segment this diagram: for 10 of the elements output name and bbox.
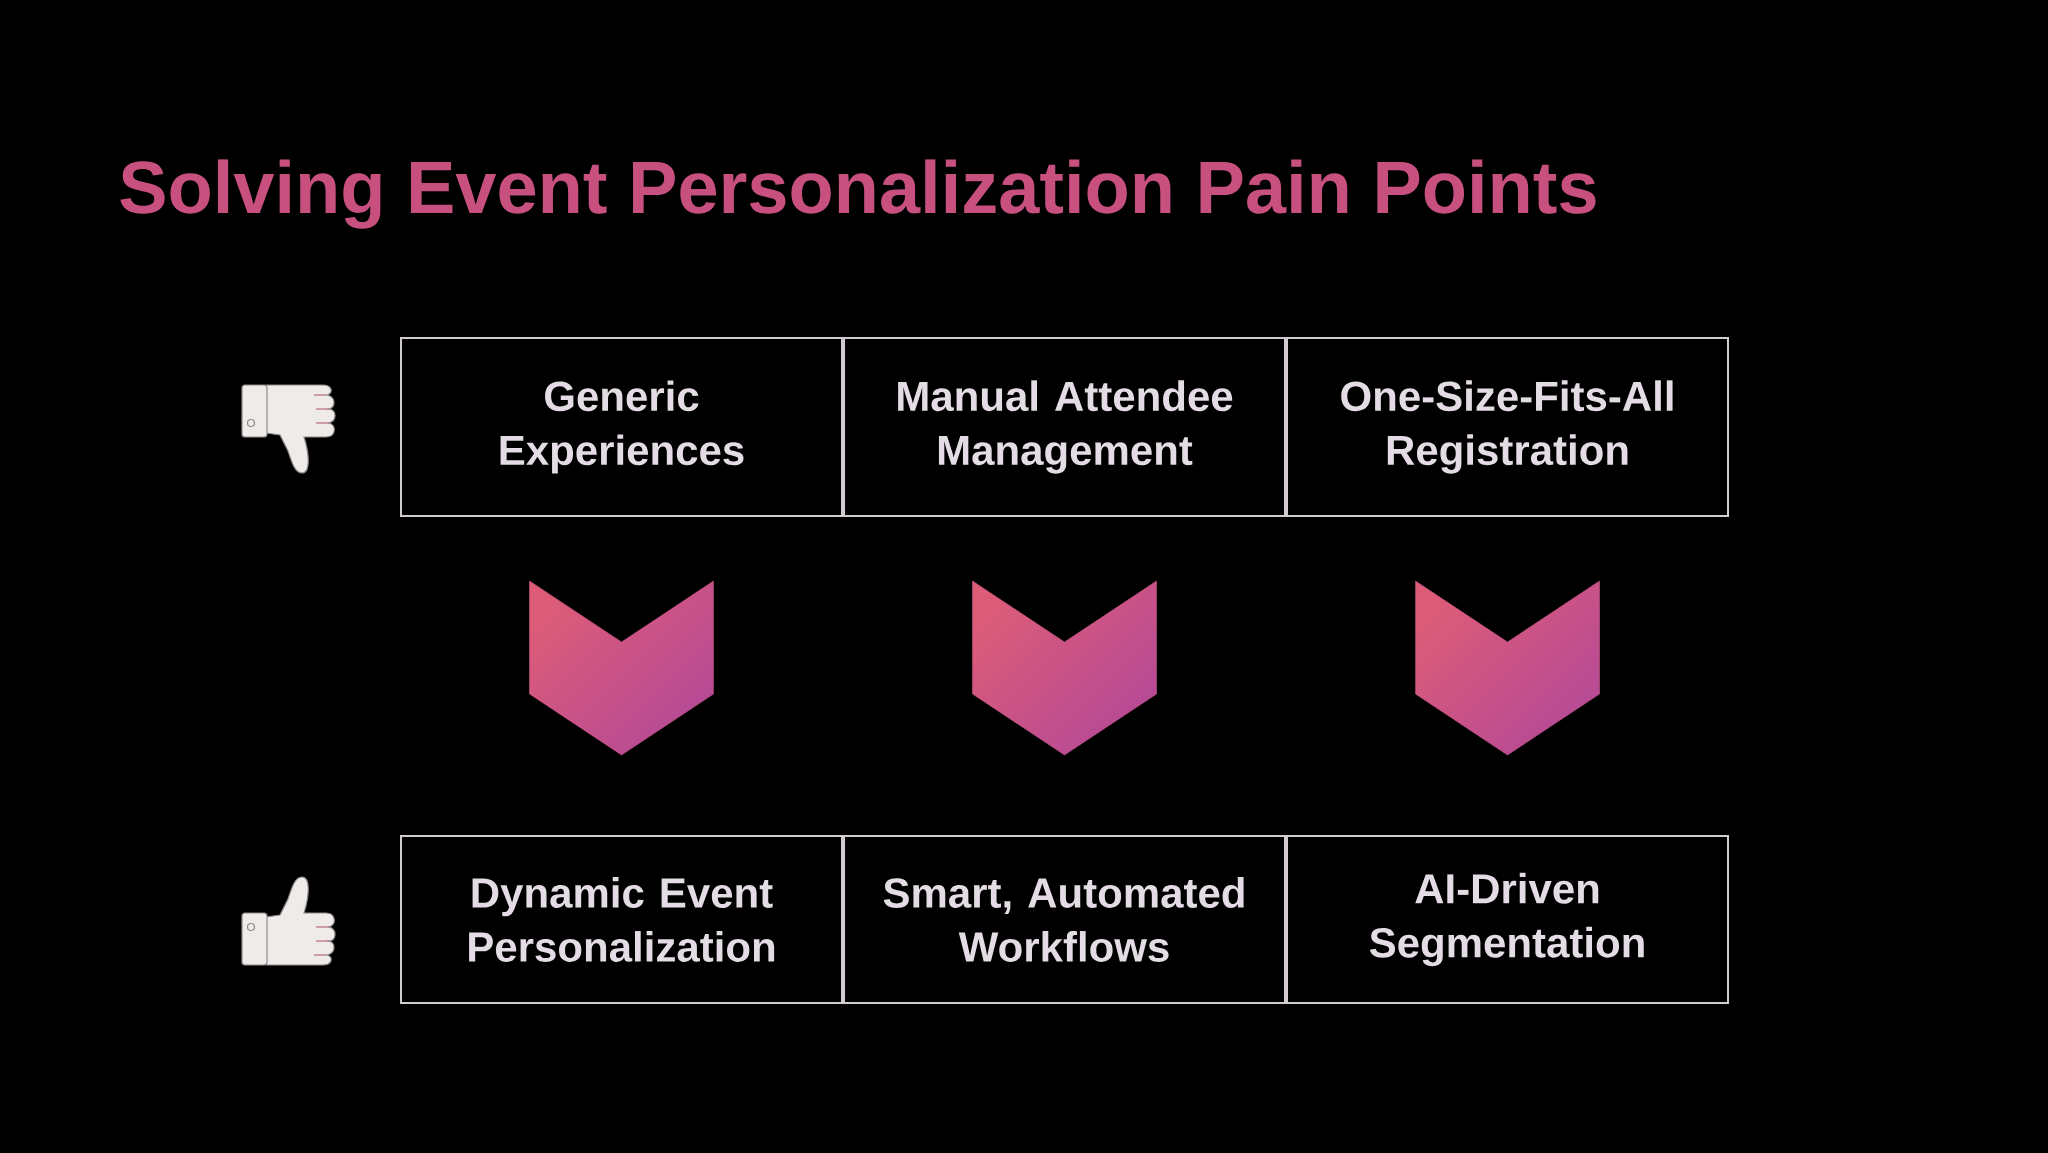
table-cell: Dynamic Event Personalization [400,835,843,1004]
chevron-arrow [972,580,1157,756]
chevron-arrow [529,580,714,756]
chevron-arrow [1415,580,1600,756]
table-cell: Generic Experiences [400,337,843,517]
table-cell: AI-Driven Segmentation [1286,835,1729,1004]
table-cell: Smart, Automated Workflows [843,835,1286,1004]
title: Solving Event Personalization Pain Points [120,159,1596,229]
table-cell: Manual Attendee Management [843,337,1286,517]
table-cell: One-Size-Fits-All Registration [1286,337,1729,517]
